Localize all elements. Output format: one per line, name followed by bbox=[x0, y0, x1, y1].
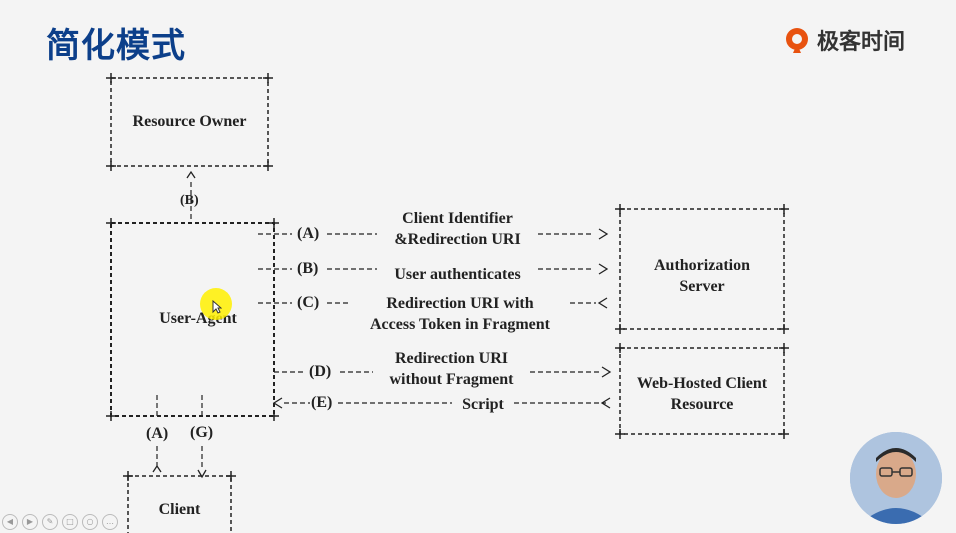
flow-A-tag: (A) bbox=[297, 225, 320, 242]
flow-E-text: Script bbox=[452, 394, 514, 415]
arrowhead-E-left bbox=[272, 397, 283, 409]
client-G-label: (G) bbox=[190, 424, 214, 441]
flow-C-tag: (C) bbox=[297, 294, 320, 311]
client-label: Client bbox=[158, 501, 201, 518]
copy-icon[interactable]: □ bbox=[62, 514, 78, 530]
web-hosted-line2: Resource bbox=[670, 396, 734, 413]
flow-E-tag: (E) bbox=[311, 394, 333, 411]
play-icon[interactable]: ▶ bbox=[22, 514, 38, 530]
web-hosted-label: Web-Hosted Client Resource bbox=[620, 373, 784, 415]
arrowhead-C bbox=[597, 297, 608, 309]
web-hosted-line1: Web-Hosted Client bbox=[636, 375, 768, 392]
arrowhead-client-G bbox=[197, 469, 207, 479]
arrowhead-D bbox=[601, 366, 612, 378]
web-hosted-box bbox=[619, 347, 785, 435]
arrowhead-owner bbox=[186, 170, 196, 179]
flow-C-text: Redirection URI with Access Token in Fra… bbox=[350, 293, 570, 335]
flow-A-text: Client Identifier &Redirection URI bbox=[370, 208, 545, 250]
resource-owner-label: Resource Owner bbox=[132, 113, 247, 130]
resource-owner-box bbox=[110, 77, 269, 167]
presenter-icon bbox=[850, 432, 942, 524]
slide-title: 简化模式 bbox=[46, 26, 186, 66]
user-agent-box bbox=[110, 222, 275, 417]
arrowhead-client-A bbox=[152, 464, 162, 473]
flow-C-line1: Redirection URI with bbox=[386, 295, 534, 312]
flow-D-tag: (D) bbox=[309, 363, 332, 380]
flow-D-text: Redirection URI without Fragment bbox=[373, 348, 530, 390]
mouse-cursor-icon bbox=[212, 300, 222, 314]
zoom-icon[interactable]: ○ bbox=[82, 514, 98, 530]
logo-text: 极客时间 bbox=[817, 30, 906, 55]
arrowhead-A bbox=[598, 228, 609, 240]
client-A-label: (A) bbox=[146, 425, 169, 442]
arrowhead-B bbox=[598, 263, 609, 275]
authorization-server-label: Authorization Server bbox=[620, 255, 784, 297]
authorization-server-box bbox=[619, 208, 785, 330]
presenter-avatar bbox=[850, 432, 942, 524]
player-controls: ◀ ▶ ✎ □ ○ … bbox=[2, 514, 118, 530]
geektime-logo-icon bbox=[786, 28, 808, 53]
pen-icon[interactable]: ✎ bbox=[42, 514, 58, 530]
flow-B-text: User authenticates bbox=[370, 264, 545, 285]
client-box bbox=[127, 475, 232, 533]
authorization-server-line2: Server bbox=[679, 278, 725, 295]
flow-C-line2: Access Token in Fragment bbox=[370, 316, 550, 333]
flow-A-line1: Client Identifier bbox=[402, 210, 513, 227]
flow-A-line2: &Redirection URI bbox=[394, 231, 521, 248]
owner-link-label: (B) bbox=[180, 193, 199, 208]
logo: 极客时间 bbox=[783, 24, 905, 56]
flow-D-line1: Redirection URI bbox=[394, 350, 509, 367]
authorization-server-line1: Authorization bbox=[654, 257, 750, 274]
arrowhead-E-right bbox=[600, 397, 611, 409]
prev-icon[interactable]: ◀ bbox=[2, 514, 18, 530]
more-icon[interactable]: … bbox=[102, 514, 118, 530]
flow-D-line2: without Fragment bbox=[389, 371, 514, 388]
flow-E-line1: Script bbox=[462, 396, 504, 413]
user-agent-label: User-Agent bbox=[159, 310, 237, 327]
flow-B-line1: User authenticates bbox=[394, 266, 521, 283]
flow-B-tag: (B) bbox=[297, 260, 319, 277]
